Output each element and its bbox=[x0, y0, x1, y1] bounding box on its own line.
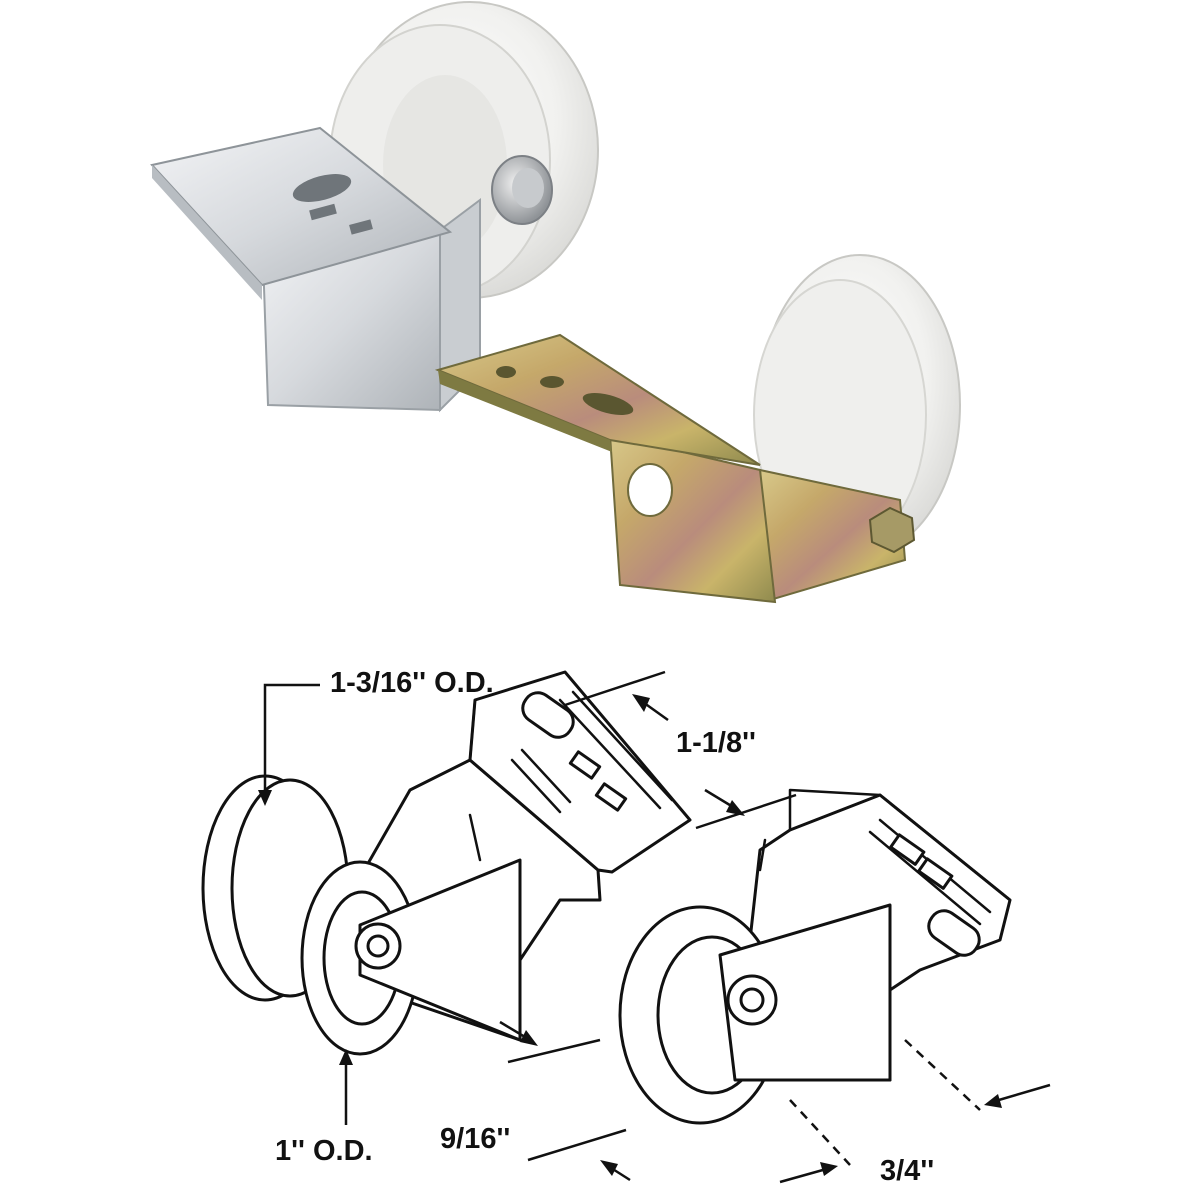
axle-bolt bbox=[868, 506, 916, 554]
right-roller-drawing bbox=[618, 788, 1012, 1125]
dim-label-bracket-width: 1-1/8'' bbox=[676, 727, 756, 759]
mounting-slot bbox=[582, 393, 634, 415]
left-roller-drawing bbox=[201, 670, 692, 1056]
dim-label-bracket-depth: 3/4'' bbox=[880, 1155, 934, 1187]
mounting-slot bbox=[292, 174, 352, 202]
dimension-diagram bbox=[201, 670, 1051, 1184]
dim-label-small-wheel-od: 1'' O.D. bbox=[275, 1135, 373, 1167]
dim-label-large-wheel-od: 1-3/16'' O.D. bbox=[330, 667, 494, 699]
dim-label-wheel-width: 9/16'' bbox=[440, 1123, 510, 1155]
brass-roller-photo bbox=[434, 254, 961, 604]
